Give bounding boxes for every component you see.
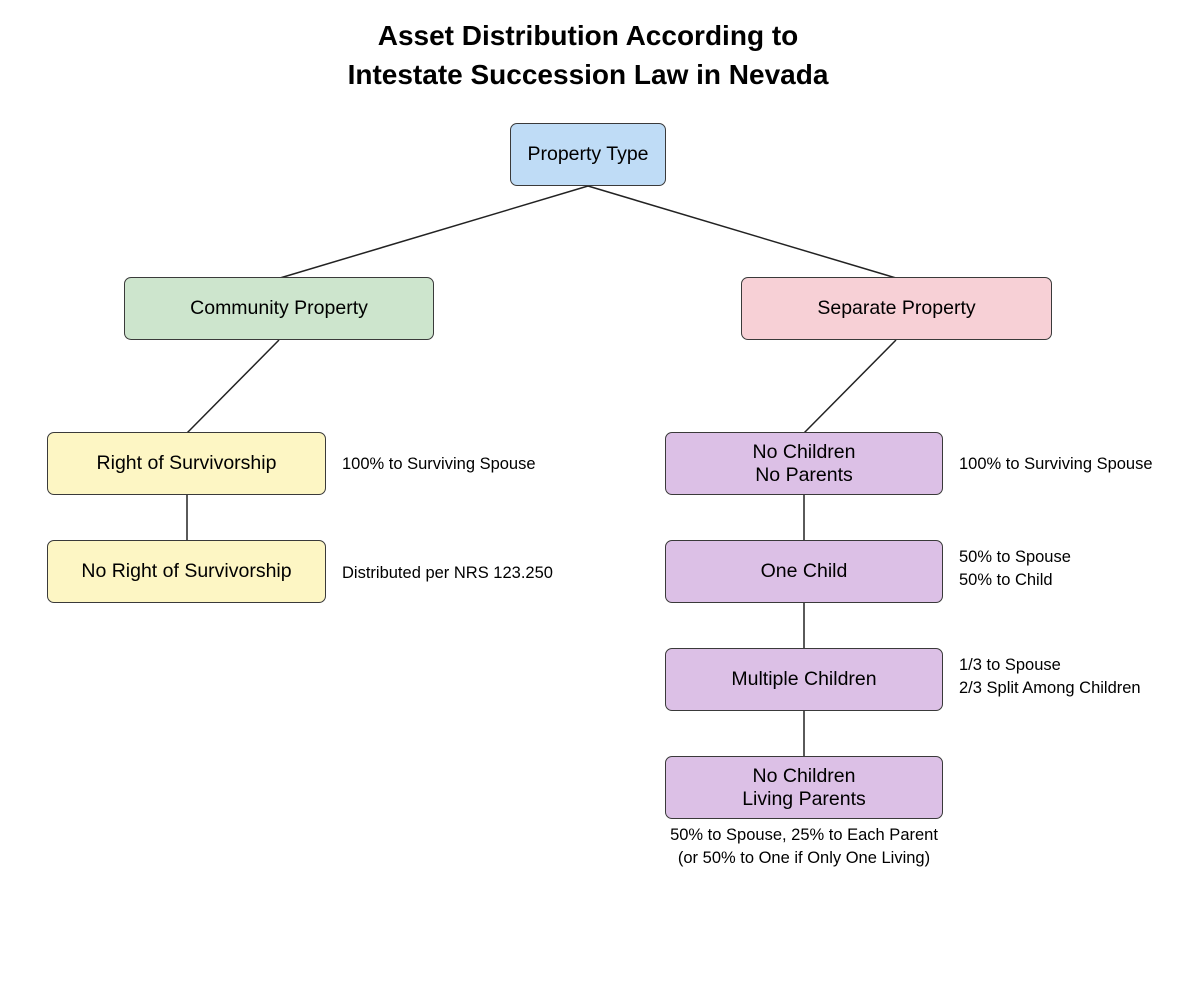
note-no-children-no-parents: 100% to Surviving Spouse [959, 455, 1153, 473]
node-multiple-children-label: Multiple Children [731, 668, 877, 690]
note-multiple-children: 1/3 to Spouse 2/3 Split Among Children [959, 654, 1141, 700]
node-separate-property-label: Separate Property [817, 297, 976, 319]
node-right-of-survivorship: Right of Survivorship [47, 432, 326, 495]
note-no-right-of-survivorship: Distributed per NRS 123.250 [342, 564, 553, 582]
node-no-children-living-parents: No Children Living Parents [665, 756, 943, 819]
node-no-right-of-survivorship: No Right of Survivorship [47, 540, 326, 603]
node-separate-property: Separate Property [741, 277, 1052, 340]
node-one-child: One Child [665, 540, 943, 603]
note-no-children-living-parents-line-2: (or 50% to One if Only One Living) [677, 849, 931, 867]
note-no-children-living-parents: 50% to Spouse, 25% to Each Parent (or 50… [644, 824, 964, 870]
title-line-1: Asset Distribution According to [377, 20, 799, 51]
note-one-child: 50% to Spouse 50% to Child [959, 546, 1071, 592]
node-no-children-no-parents: No Children No Parents [665, 432, 943, 495]
node-property-type-label: Property Type [527, 143, 649, 165]
note-one-child-line-1: 50% to Spouse [959, 548, 1071, 566]
note-multiple-children-line-2: 2/3 Split Among Children [959, 679, 1141, 697]
note-no-children-living-parents-line-1: 50% to Spouse, 25% to Each Parent [670, 826, 938, 844]
note-multiple-children-line-1: 1/3 to Spouse [959, 656, 1061, 674]
diagram-title: Asset Distribution According to Intestat… [0, 16, 1176, 94]
edge-root-community [279, 185, 589, 279]
edge-root-separate [587, 185, 897, 279]
edge-separate-no-children-no-parents [803, 339, 897, 434]
node-multiple-children: Multiple Children [665, 648, 943, 711]
edge-community-right-survivorship [186, 339, 280, 434]
node-no-children-living-parents-line-2: Living Parents [742, 787, 866, 810]
note-one-child-line-2: 50% to Child [959, 571, 1053, 589]
title-line-2: Intestate Succession Law in Nevada [347, 59, 829, 90]
node-property-type: Property Type [510, 123, 666, 186]
node-no-right-of-survivorship-label: No Right of Survivorship [81, 560, 292, 582]
node-one-child-label: One Child [760, 560, 848, 582]
node-no-children-no-parents-line-1: No Children [752, 440, 856, 463]
node-right-of-survivorship-label: Right of Survivorship [96, 452, 277, 474]
node-community-property: Community Property [124, 277, 434, 340]
node-no-children-living-parents-line-1: No Children [752, 764, 856, 787]
note-right-of-survivorship: 100% to Surviving Spouse [342, 455, 536, 473]
node-no-children-no-parents-line-2: No Parents [755, 463, 853, 486]
node-community-property-label: Community Property [190, 297, 368, 319]
